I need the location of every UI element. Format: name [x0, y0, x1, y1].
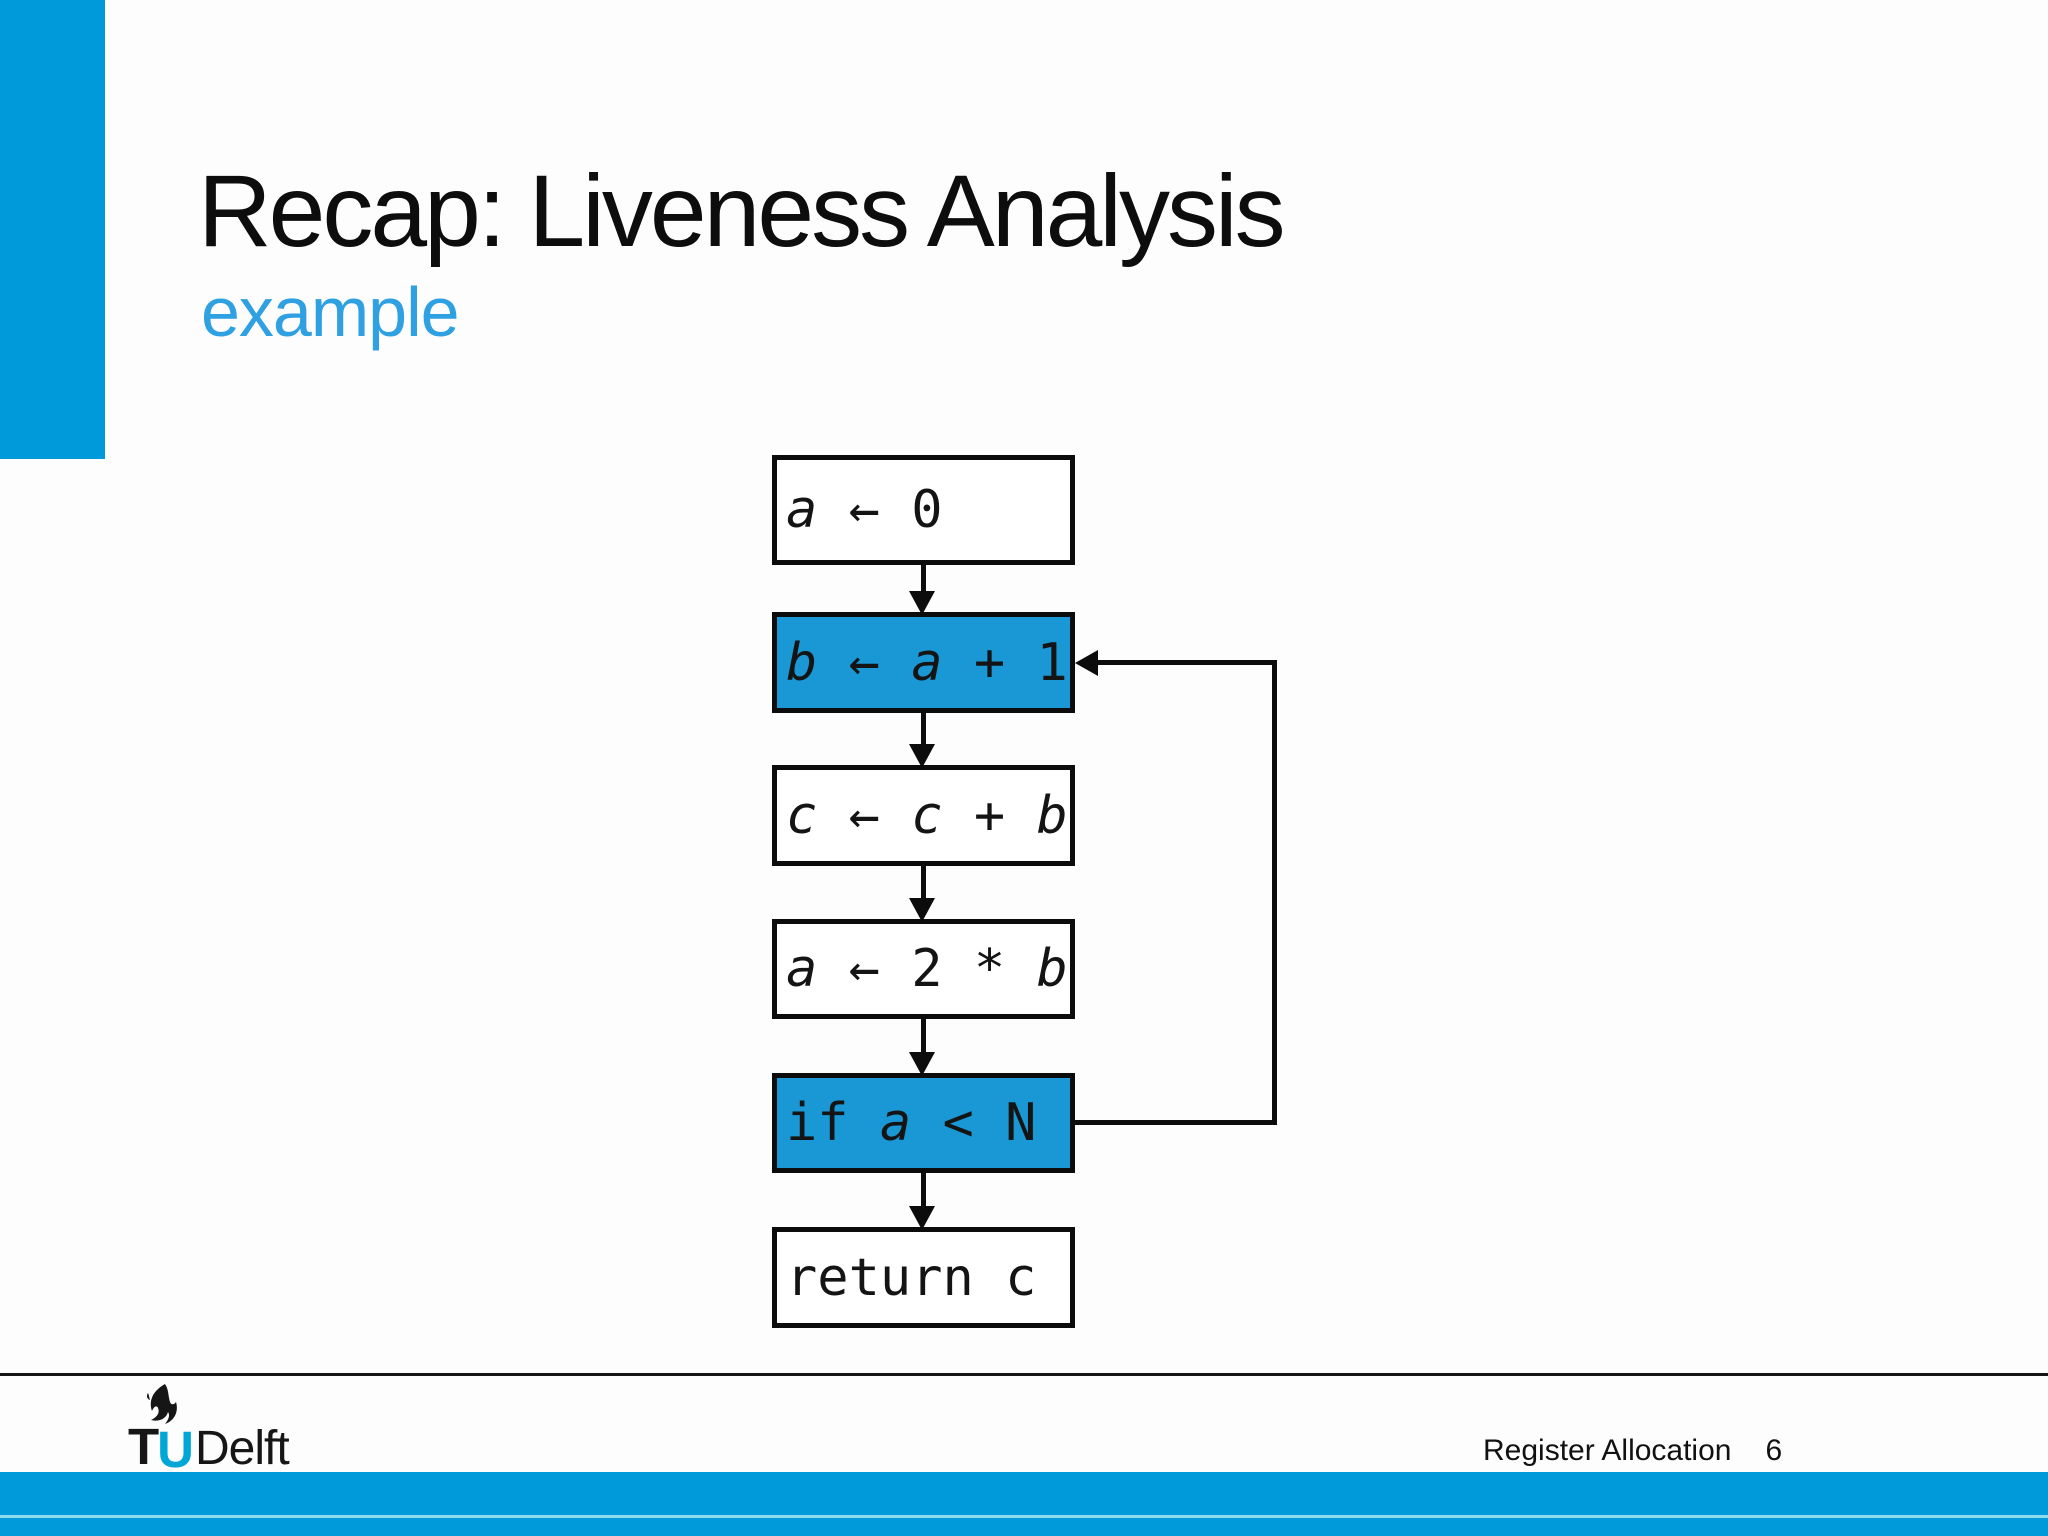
code-text: if [786, 1093, 880, 1153]
code-text: ← [817, 785, 912, 846]
flow-arrow-down-head [909, 591, 935, 615]
flow-arrow-down-stem [921, 1171, 926, 1212]
flow-arrow-down-stem [921, 563, 926, 597]
code-variable: a [911, 632, 943, 693]
page-number: 6 [1765, 1434, 1783, 1467]
footer-divider-line [0, 1373, 2048, 1376]
flow-arrow-down-head [909, 1052, 935, 1076]
flow-arrow-down-stem [921, 864, 926, 904]
slide-subtitle: example [201, 273, 460, 351]
code-text: ← 2 * [817, 939, 1037, 999]
logo-word-delft: Delft [195, 1422, 290, 1475]
bottom-bar-light-line [0, 1515, 2048, 1518]
flow-node-return-c: return c [772, 1227, 1075, 1328]
code-variable: c [911, 785, 943, 846]
flow-node-assign-a-0: a ← 0 [772, 455, 1075, 565]
loop-back-edge-top-segment [1093, 660, 1277, 665]
code-variable: c [786, 785, 818, 846]
code-text: + [942, 785, 1037, 846]
code-variable: a [786, 939, 818, 999]
slide-title: Recap: Liveness Analysis [198, 154, 1286, 268]
footer-meta: Register Allocation 6 [1483, 1436, 1782, 1466]
bottom-accent-bar [0, 1472, 2048, 1536]
code-text: + 1 [942, 632, 1068, 693]
loop-back-edge-bottom-segment [1075, 1120, 1277, 1125]
code-text: ← 0 [817, 480, 943, 540]
flow-arrow-down-head [909, 744, 935, 768]
left-accent-bar [0, 0, 105, 459]
loop-back-edge-vertical-segment [1272, 660, 1277, 1125]
flow-node-assign-c-c-plus-b: c ← c + b [772, 765, 1075, 866]
flow-arrow-down-stem [921, 711, 926, 750]
code-variable: a [879, 1093, 912, 1153]
code-variable: b [786, 632, 818, 693]
logo-letter-u: U [157, 1421, 194, 1478]
code-text: < N [911, 1093, 1037, 1153]
flow-node-assign-a-2-times-b: a ← 2 * b [772, 919, 1075, 1019]
flow-node-if-a-less-than-n: if a < N [772, 1073, 1075, 1173]
flow-arrow-down-head [909, 898, 935, 922]
tu-delft-logo-text: TUDelft [128, 1418, 290, 1475]
code-text: ← [817, 632, 912, 693]
flow-arrow-down-head [909, 1206, 935, 1230]
flow-node-assign-b-a-plus-1: b ← a + 1 [772, 612, 1075, 713]
logo-letter-t: T [128, 1418, 159, 1475]
flow-arrow-down-stem [921, 1017, 926, 1058]
code-text: return c [786, 1247, 1037, 1308]
code-variable: a [786, 480, 818, 540]
tu-delft-logo: TUDelft [128, 1383, 358, 1475]
code-variable: b [1036, 785, 1068, 846]
course-name: Register Allocation [1483, 1434, 1732, 1467]
code-variable: b [1036, 939, 1068, 999]
flame-icon [146, 1384, 177, 1424]
loop-back-arrowhead [1075, 650, 1098, 676]
